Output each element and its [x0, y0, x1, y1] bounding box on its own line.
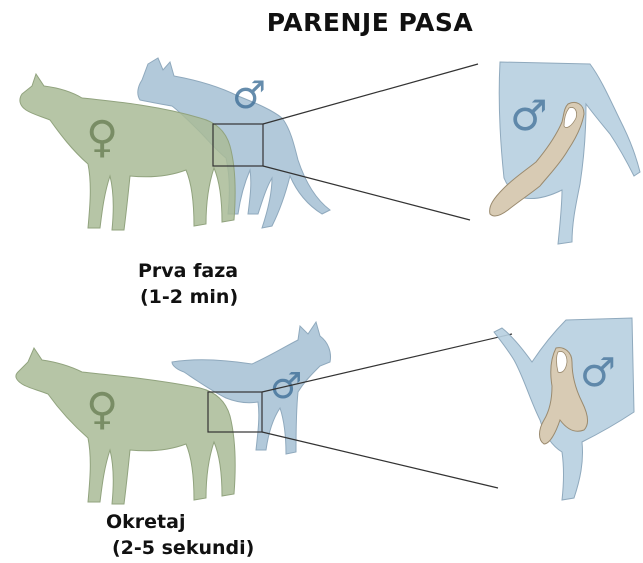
male-symbol-inset-2: ♂ [580, 350, 616, 396]
connector-line-1a [263, 64, 478, 124]
stage-2-caption-duration: (2-5 sekundi) [106, 535, 254, 561]
stage-2-caption-name: Okretaj [106, 509, 254, 535]
male-symbol-inset-1: ♂ [510, 91, 548, 140]
diagram-title: PARENJE PASA [240, 8, 500, 37]
stage-2-caption: Okretaj (2-5 sekundi) [106, 509, 254, 561]
connector-line-1b [263, 166, 470, 220]
female-symbol-2: ♀ [86, 384, 118, 435]
stage-1-caption: Prva faza (1-2 min) [138, 258, 238, 310]
female-symbol-1: ♀ [86, 112, 118, 163]
male-hindquarter-inset-1 [499, 62, 640, 244]
stage-1-caption-name: Prva faza [138, 258, 238, 284]
stage-1-caption-duration: (1-2 min) [138, 284, 238, 310]
male-symbol-1: ♂ [232, 73, 266, 117]
connector-line-2b [262, 432, 498, 488]
stage-2-illustration: ♂ ♀ ♂ [16, 318, 634, 504]
stage-1-illustration: ♂ ♀ ♂ [20, 58, 640, 244]
